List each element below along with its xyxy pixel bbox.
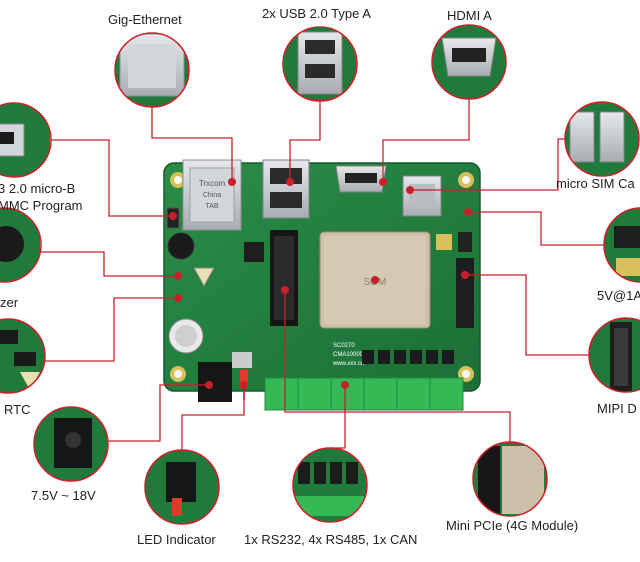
leader-sim <box>410 138 565 191</box>
board-terminal-blocks <box>264 377 464 411</box>
leader-dc <box>108 384 209 442</box>
label-power: 5V@1A <box>597 288 640 303</box>
callout-mipi <box>588 317 640 393</box>
eth-jack-text-1: Trxcom <box>199 179 226 188</box>
board-chip <box>244 242 264 262</box>
label-usb-type-a: 2x USB 2.0 Type A <box>262 6 371 21</box>
leader-hdmi <box>382 99 470 182</box>
board-dc-jack <box>198 362 232 402</box>
board-pad <box>436 234 452 250</box>
board-rj45-jack: Trxcom China TAB <box>182 159 242 231</box>
callout-hdmi <box>431 24 507 100</box>
label-usb-micro-b: 3 2.0 micro-B MMC Program <box>0 180 83 214</box>
leader-micro-usb <box>51 139 173 217</box>
callout-micro-sim <box>564 101 640 177</box>
leader-pcie <box>284 290 511 442</box>
board-mini-pcie-slot <box>270 230 298 326</box>
label-serial: 1x RS232, 4x RS485, 1x CAN <box>244 532 418 547</box>
label-usb-micro-b-line1: 3 2.0 micro-B <box>0 181 76 196</box>
label-hdmi: HDMI A <box>447 8 492 23</box>
label-mini-pcie: Mini PCIe (4G Module) <box>446 518 579 533</box>
callout-serial <box>292 447 368 523</box>
board-mipi-connector <box>456 258 474 328</box>
rtc-battery-icon <box>0 330 18 344</box>
callout-buzzer <box>0 207 42 283</box>
label-gig-ethernet: Gig-Ethernet <box>108 12 182 27</box>
callout-usb-type-a <box>282 26 358 102</box>
callout-gig-ethernet <box>114 32 190 108</box>
silk-1: SC0270 <box>333 343 355 349</box>
buzzer-icon <box>0 226 24 262</box>
callout-dc-input <box>33 406 109 482</box>
callout-power <box>603 207 640 283</box>
terminal-block-icon <box>298 462 358 484</box>
board-power-header <box>458 232 472 252</box>
leader-endpoints <box>169 178 472 389</box>
leader-rtc <box>45 297 178 362</box>
board-warning-logo <box>193 267 215 288</box>
label-dc-input: 7.5V ~ 18V <box>31 488 96 503</box>
board-usb-a-ports <box>262 159 310 219</box>
callout-rtc <box>0 318 46 394</box>
label-buzzer: zer <box>0 295 19 310</box>
leader-buzzer <box>41 251 178 277</box>
silk-3: www.xxx.cn <box>332 361 364 367</box>
led-icon <box>172 498 182 516</box>
board-sim-slot <box>402 175 442 217</box>
silk-2: CMA100008 <box>333 352 367 358</box>
callout-mini-pcie <box>472 441 548 517</box>
board-inductor <box>232 352 252 368</box>
sim-card-slot-icon <box>569 111 595 163</box>
callout-usb-micro-b <box>0 102 52 178</box>
power-header-icon <box>614 226 640 248</box>
board-rtc-battery <box>168 318 204 354</box>
board-headers-row <box>362 350 454 364</box>
eth-jack-text-3: TAB <box>205 203 218 210</box>
leader-mipi <box>465 274 589 356</box>
label-micro-sim: micro SIM Ca <box>556 176 635 191</box>
mini-pcie-slot-icon <box>478 446 500 514</box>
label-rtc: RTC <box>4 402 31 417</box>
leader-usb-a <box>289 101 321 182</box>
board-hdmi-port <box>335 165 387 193</box>
leader-gig-ethernet <box>151 107 233 182</box>
label-usb-micro-b-line2: MMC Program <box>0 198 83 213</box>
board-buzzer <box>167 232 195 260</box>
label-led: LED Indicator <box>137 532 216 547</box>
leader-power <box>468 211 604 246</box>
micro-usb-port-icon <box>0 132 14 144</box>
mounting-hole-icon <box>170 172 474 382</box>
leader-led <box>181 385 245 450</box>
label-mipi: MIPI D <box>597 401 637 416</box>
callout-led <box>144 449 220 525</box>
eth-jack-text-2: China <box>203 192 221 199</box>
